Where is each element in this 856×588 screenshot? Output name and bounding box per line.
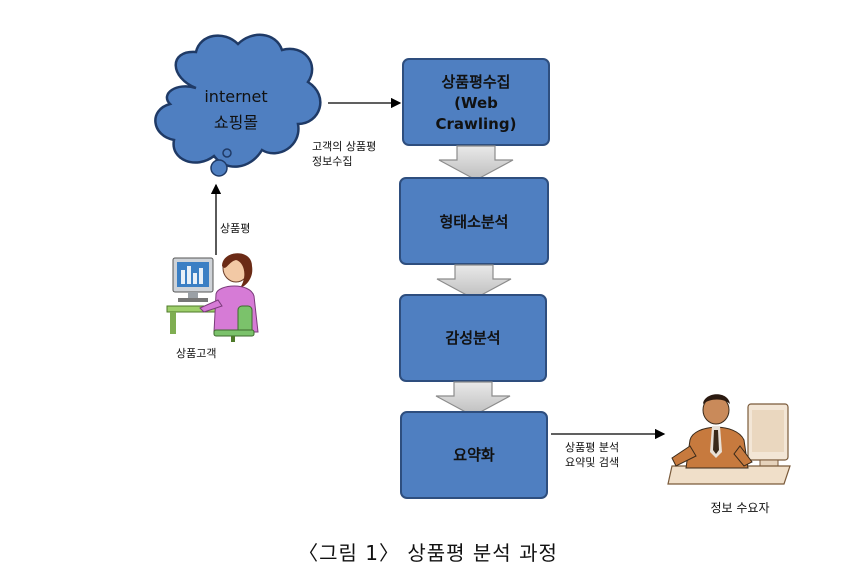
edge-label-consumer-line1: 상품평 분석 bbox=[565, 441, 619, 454]
information-consumer-icon bbox=[667, 394, 791, 485]
actor-label-consumer: 정보 수요자 bbox=[710, 501, 769, 515]
edge-label-consumer-line2: 요약및 검색 bbox=[565, 455, 619, 469]
figure-caption: 〈그림 1〉 상품평 분석 과정 bbox=[298, 541, 558, 565]
step-collect: 상품평수집 (Web Crawling) bbox=[402, 58, 550, 146]
down-arrow-3-icon bbox=[435, 381, 511, 417]
down-arrow-2-icon bbox=[436, 264, 512, 300]
cloud-tail-bubble-small-icon bbox=[222, 148, 232, 158]
step-collect-line1: 상품평수집 bbox=[441, 73, 510, 91]
step-morpheme-label: 형태소분석 bbox=[439, 213, 508, 231]
step-morpheme: 형태소분석 bbox=[399, 177, 549, 265]
edge-summary-to-consumer: 상품평 분석 요약및 검색 bbox=[551, 428, 666, 469]
cloud-label-line1: internet bbox=[204, 87, 267, 106]
step-summary: 요약화 bbox=[400, 411, 548, 499]
step-sentiment: 감성분석 bbox=[399, 294, 547, 382]
step-summary-label: 요약화 bbox=[453, 446, 495, 464]
cloud-tail-bubble-large-icon bbox=[210, 159, 228, 177]
step-sentiment-label: 감성분석 bbox=[445, 329, 500, 347]
edge-label-review: 상품평 bbox=[220, 222, 250, 235]
cloud-label-line2: 쇼핑몰 bbox=[214, 113, 258, 132]
edge-label-collect-line1: 고객의 상품평 bbox=[312, 140, 376, 153]
down-arrow-1-icon bbox=[438, 145, 514, 181]
actor-label-customer: 상품고객 bbox=[176, 347, 216, 360]
step-collect-line3: Crawling) bbox=[436, 115, 517, 133]
step-collect-line2: (Web bbox=[454, 94, 498, 112]
edge-label-collect-line2: 정보수집 bbox=[312, 155, 352, 168]
edge-cloud-to-collect: 고객의 상품평 정보수집 bbox=[312, 97, 402, 168]
customer-at-computer-icon bbox=[166, 253, 259, 342]
internet-shopping-mall-cloud: internet 쇼핑몰 bbox=[154, 33, 322, 177]
edge-customer-to-cloud: 상품평 bbox=[210, 183, 250, 255]
